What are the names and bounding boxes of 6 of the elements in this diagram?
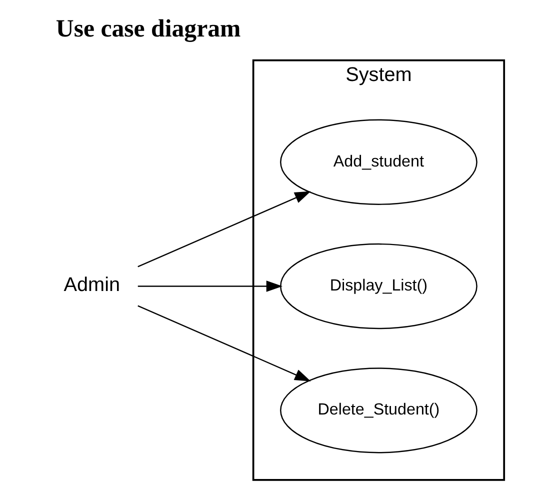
node-text: Admin <box>64 274 120 296</box>
node-ellipse: Display_List() <box>280 243 478 330</box>
arrow <box>138 191 311 268</box>
diagram-title: Use case diagram <box>56 16 241 43</box>
arrow <box>138 280 282 292</box>
arrow <box>138 305 311 382</box>
